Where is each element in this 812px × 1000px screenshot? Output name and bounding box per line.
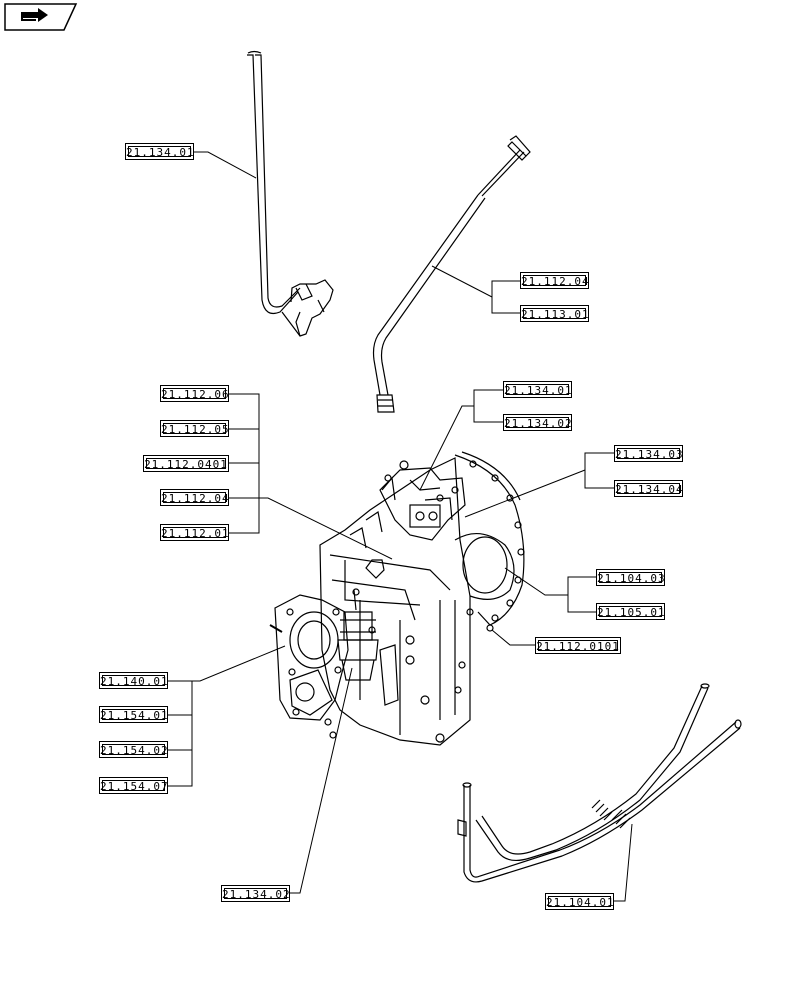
callout-label[interactable]: 21.112.04 [160,489,229,506]
callout-label[interactable]: 21.104.03 [596,569,665,586]
filter-assembly [337,588,379,681]
callout-label[interactable]: 21.112.0101 [535,637,621,654]
callout-label[interactable]: 21.134.02 [221,885,290,902]
callout-label[interactable]: 21.134.01 [125,143,194,160]
callout-label[interactable]: 21.105.01 [596,603,665,620]
next-page-arrow-icon [21,8,48,22]
callout-label[interactable]: 21.112.0401 [143,455,229,472]
callout-label[interactable]: 21.140.01 [99,672,168,689]
callout-label[interactable]: 21.154.07 [99,777,168,794]
callout-label[interactable]: 21.113.01 [520,305,589,322]
callout-label[interactable]: 21.134.01 [503,381,572,398]
callout-label[interactable]: 21.104.01 [545,893,614,910]
pump-assembly [269,594,349,739]
leader-lines [168,151,633,902]
callout-label[interactable]: 21.154.01 [99,706,168,723]
callout-label[interactable]: 21.134.04 [614,480,683,497]
lower-right-pipes [457,683,742,883]
nav-tab[interactable] [4,3,78,31]
callout-label[interactable]: 21.134.02 [503,414,572,431]
callout-label[interactable]: 21.112.01 [160,524,229,541]
transmission-housing [319,451,525,746]
upper-left-tube [247,50,334,337]
callout-label[interactable]: 21.134.03 [614,445,683,462]
callout-label[interactable]: 21.112.04 [520,272,589,289]
dipstick-tube [372,135,531,413]
callout-label[interactable]: 21.112.05 [160,420,229,437]
callout-label[interactable]: 21.154.02 [99,741,168,758]
callout-label[interactable]: 21.112.06 [160,385,229,402]
